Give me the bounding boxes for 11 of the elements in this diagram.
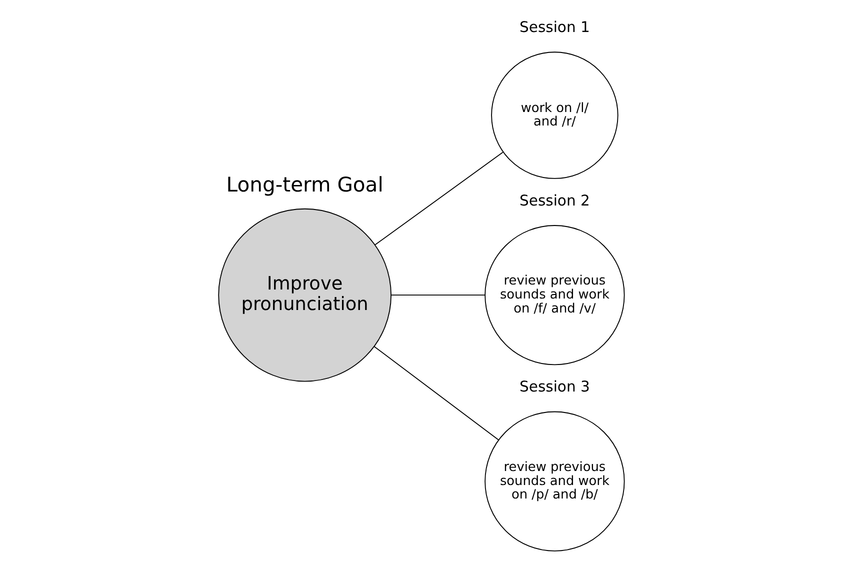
node-label: Session 1 (519, 19, 590, 36)
node-circle: review previous sounds and work on /p/ and /b/ (484, 411, 624, 552)
node-label: Session 2 (519, 192, 590, 210)
connector (374, 152, 503, 246)
node-label: Session 3 (519, 378, 590, 396)
connector (390, 294, 486, 296)
node-circle: work on /l/ and /r/ (490, 52, 618, 179)
node-circle: review previous sounds and work on /f/ and /v/ (484, 225, 624, 366)
node-circle: Improve pronunciation (218, 208, 391, 382)
connector (373, 346, 498, 440)
node-label: Long-term Goal (226, 172, 383, 196)
